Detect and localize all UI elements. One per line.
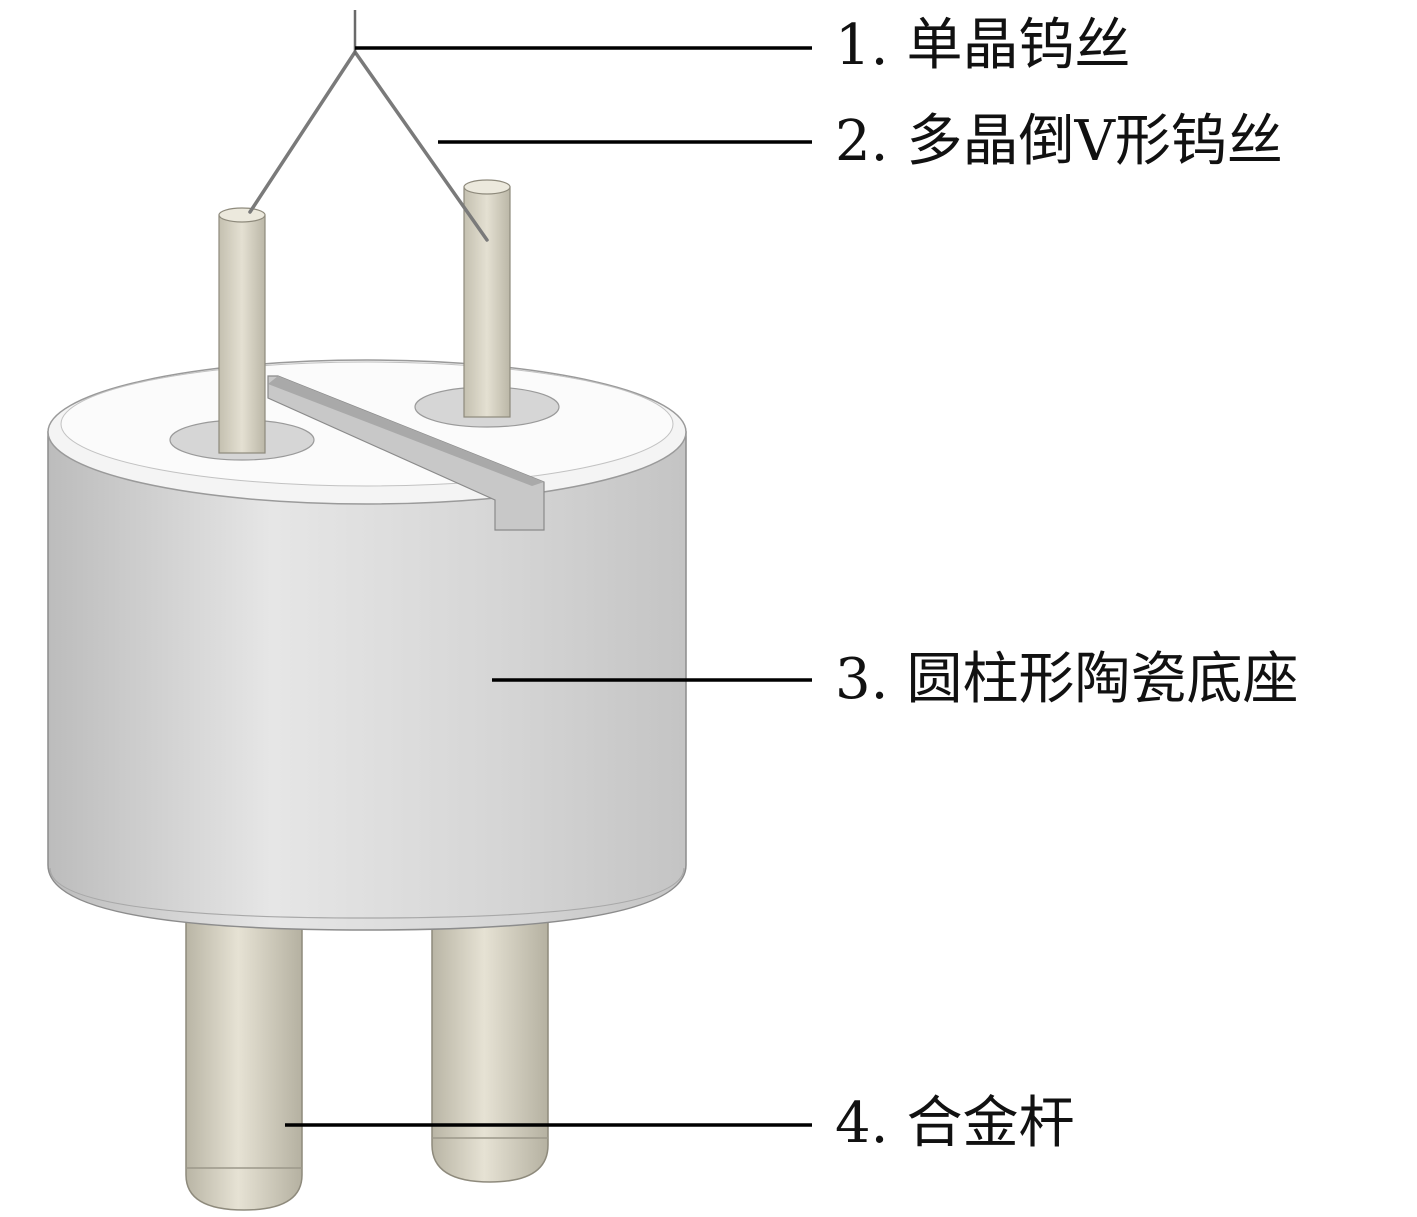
upper-pins [218,179,511,454]
ceramic-slot [267,375,545,531]
label-2-number: 2. [835,109,889,174]
label-4-text: 合金杆 [906,1091,1075,1156]
alloy-rod-left [185,914,303,1211]
alloy-rods [185,914,549,1211]
label-1-text: 单晶钨丝 [906,13,1131,78]
upper-pin-left [218,214,266,454]
upper-pin-right [463,186,511,418]
polycrystalline-v-wire [248,50,489,242]
label-3-number: 3. [835,647,889,712]
label-2-text: 多晶倒V形钨丝 [906,109,1283,174]
leader-lines [285,46,812,1127]
label-4: 4.合金杆 [835,1096,1074,1152]
label-1-number: 1. [835,13,889,78]
tungsten-wires [248,10,489,242]
label-4-number: 4. [835,1091,889,1156]
ceramic-base [47,359,687,931]
alloy-rod-right [431,914,549,1183]
label-2: 2.多晶倒V形钨丝 [835,114,1283,170]
label-3: 3.圆柱形陶瓷底座 [835,652,1298,708]
label-1: 1.单晶钨丝 [835,18,1130,74]
ceramic-base-body [47,431,687,931]
label-3-text: 圆柱形陶瓷底座 [906,647,1299,712]
